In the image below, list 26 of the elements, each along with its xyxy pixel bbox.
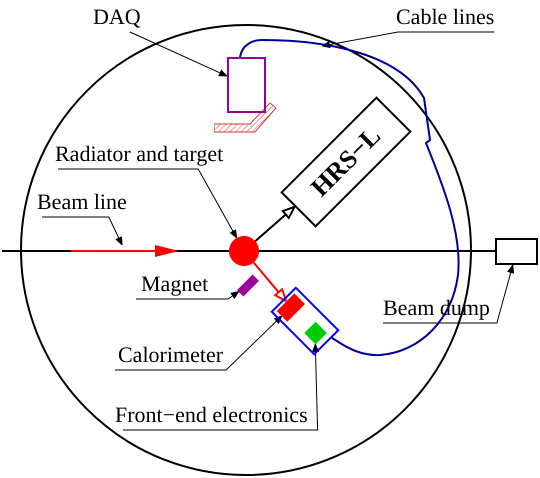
cable-line: [239, 39, 460, 356]
daq-rack: [227, 57, 266, 113]
target-circle: [229, 236, 259, 266]
part-label: Magnet: [141, 272, 208, 296]
leader-line: [42, 216, 123, 246]
part-label: Calorimeter: [118, 343, 224, 367]
leader-line: [58, 168, 238, 238]
beam-arrow: [71, 245, 179, 257]
detector-box: [270, 286, 340, 356]
leader-line: [122, 344, 320, 430]
arrow: [254, 206, 296, 242]
calorimeter-block: [276, 292, 306, 322]
part-label: Front−end electronics: [115, 403, 308, 427]
part-label: Radiator and target: [55, 142, 224, 166]
part-label: Cable lines: [396, 5, 494, 29]
leader-line: [136, 290, 240, 300]
electronics-block: [304, 322, 326, 344]
leader-line: [322, 32, 495, 48]
beam-dump-box: [495, 238, 538, 265]
leader-line: [130, 32, 228, 77]
part-label: Beam line: [37, 190, 127, 214]
arrow: [252, 262, 288, 302]
shielding-wall: [214, 102, 276, 134]
leader-line: [382, 264, 514, 324]
leader-line: [114, 315, 282, 370]
part-label: DAQ: [93, 5, 141, 29]
